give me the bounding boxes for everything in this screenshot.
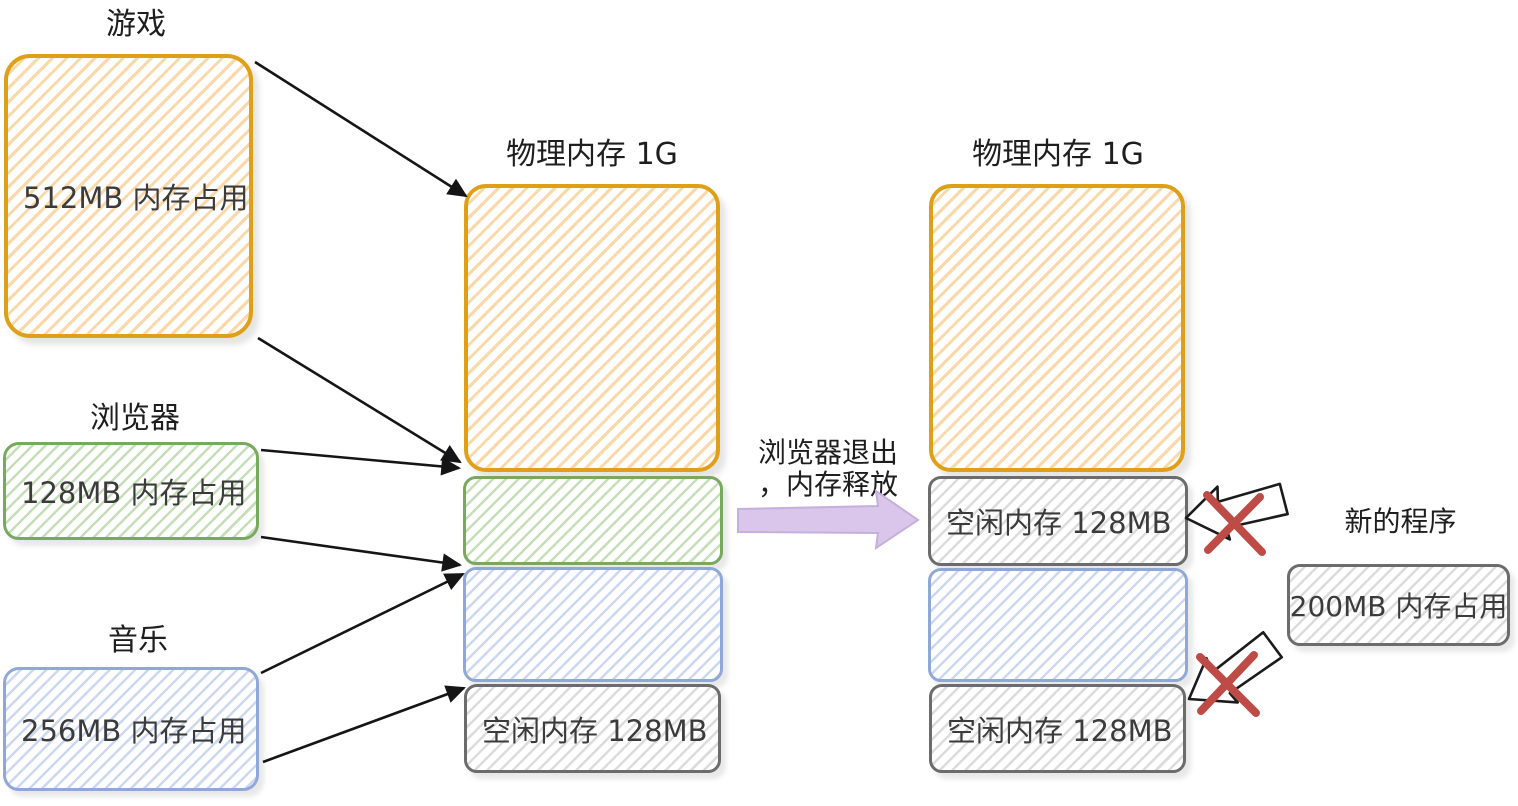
- transition-label-line2: ，内存释放: [757, 468, 898, 502]
- game-process-box: 512MB 内存占用: [4, 54, 253, 338]
- memory-after-freed-text: 空闲内存 128MB: [946, 506, 1172, 540]
- memory-before-free-text: 空闲内存 128MB: [482, 713, 708, 748]
- memory-before-music-block: [463, 567, 723, 682]
- memory-before-title: 物理内存 1G: [506, 137, 678, 172]
- browser-process-label: 浏览器: [90, 401, 180, 436]
- reject-x-top-stroke1: [1203, 491, 1266, 556]
- new-program-label: 新的程序: [1344, 505, 1457, 538]
- arrow-music-to-memory-top: [260, 572, 465, 675]
- music-process-label: 音乐: [108, 623, 168, 658]
- memory-after-freed-block: 空闲内存 128MB: [928, 476, 1188, 566]
- memory-after-title: 物理内存 1G: [972, 137, 1144, 172]
- reject-x-top-stroke2: [1204, 493, 1264, 554]
- arrow-browser-to-memory-bottom: [260, 535, 463, 572]
- transition-label-line1: 浏览器退出: [757, 436, 898, 469]
- memory-after-game-block: [929, 184, 1185, 472]
- arrow-game-to-memory-top: [254, 60, 468, 198]
- new-program-usage-text: 200MB 内存占用: [1289, 590, 1508, 623]
- arrow-music-to-memory-bottom: [262, 685, 466, 764]
- reject-x-bottom-stroke2: [1197, 651, 1258, 715]
- memory-before-browser-block: [463, 476, 723, 565]
- arrow-browser-to-memory-top: [260, 448, 462, 476]
- memory-after-free-text: 空闲内存 128MB: [947, 713, 1173, 748]
- game-process-label: 游戏: [106, 7, 166, 42]
- reject-x-bottom-stroke1: [1196, 653, 1260, 717]
- memory-before-free-block: 空闲内存 128MB: [464, 684, 721, 773]
- new-program-box: 200MB 内存占用: [1287, 564, 1510, 646]
- music-usage-text: 256MB 内存占用: [21, 714, 247, 748]
- game-usage-text: 512MB 内存占用: [23, 181, 249, 215]
- arrow-game-to-memory-bottom: [257, 336, 462, 464]
- transition-label: 浏览器退出 ，内存释放: [728, 436, 928, 502]
- music-process-box: 256MB 内存占用: [3, 667, 259, 791]
- browser-process-box: 128MB 内存占用: [3, 442, 259, 540]
- browser-usage-text: 128MB 内存占用: [21, 476, 247, 510]
- reject-arrow-top: [1184, 482, 1289, 541]
- memory-after-free-block: 空闲内存 128MB: [929, 684, 1186, 773]
- memory-after-music-block: [928, 568, 1188, 682]
- memory-before-game-block: [464, 184, 720, 472]
- reject-arrow-bottom: [1187, 630, 1284, 704]
